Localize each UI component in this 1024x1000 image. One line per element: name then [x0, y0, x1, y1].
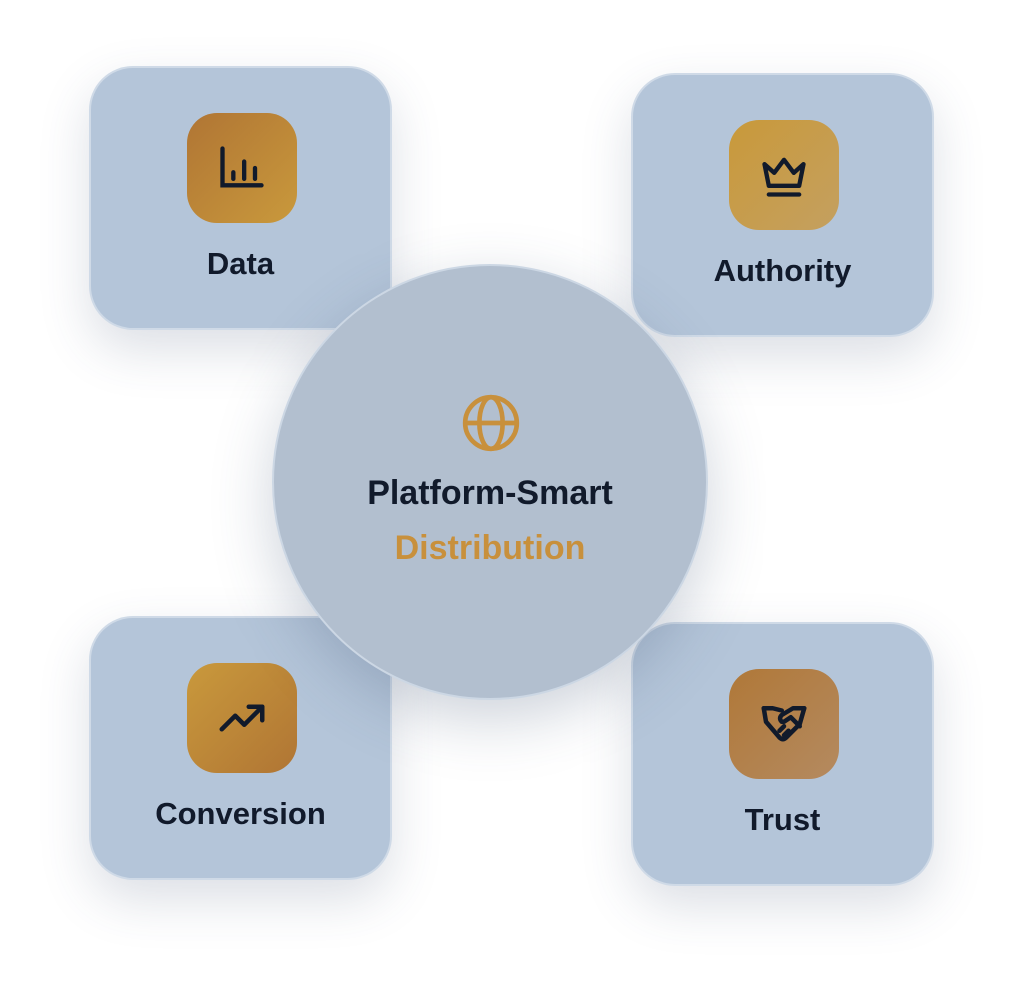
- center-title: Platform-Smart: [367, 474, 613, 512]
- card-conversion: Conversion: [89, 616, 392, 880]
- center-subtitle: Distribution: [394, 529, 586, 567]
- card-data: Data: [89, 66, 392, 330]
- handshake-icon: [729, 669, 839, 779]
- trending-up-icon: [187, 663, 297, 773]
- card-label: Conversion: [155, 796, 326, 831]
- center-hub: Platform-Smart Distribution: [272, 264, 708, 700]
- card-trust: Trust: [631, 622, 934, 886]
- card-label: Trust: [744, 802, 821, 837]
- card-label: Authority: [713, 253, 852, 288]
- bar-chart-icon: [187, 113, 297, 223]
- card-authority: Authority: [631, 73, 934, 337]
- crown-icon: [729, 120, 839, 230]
- card-label: Data: [206, 246, 275, 281]
- globe-icon: [462, 394, 520, 452]
